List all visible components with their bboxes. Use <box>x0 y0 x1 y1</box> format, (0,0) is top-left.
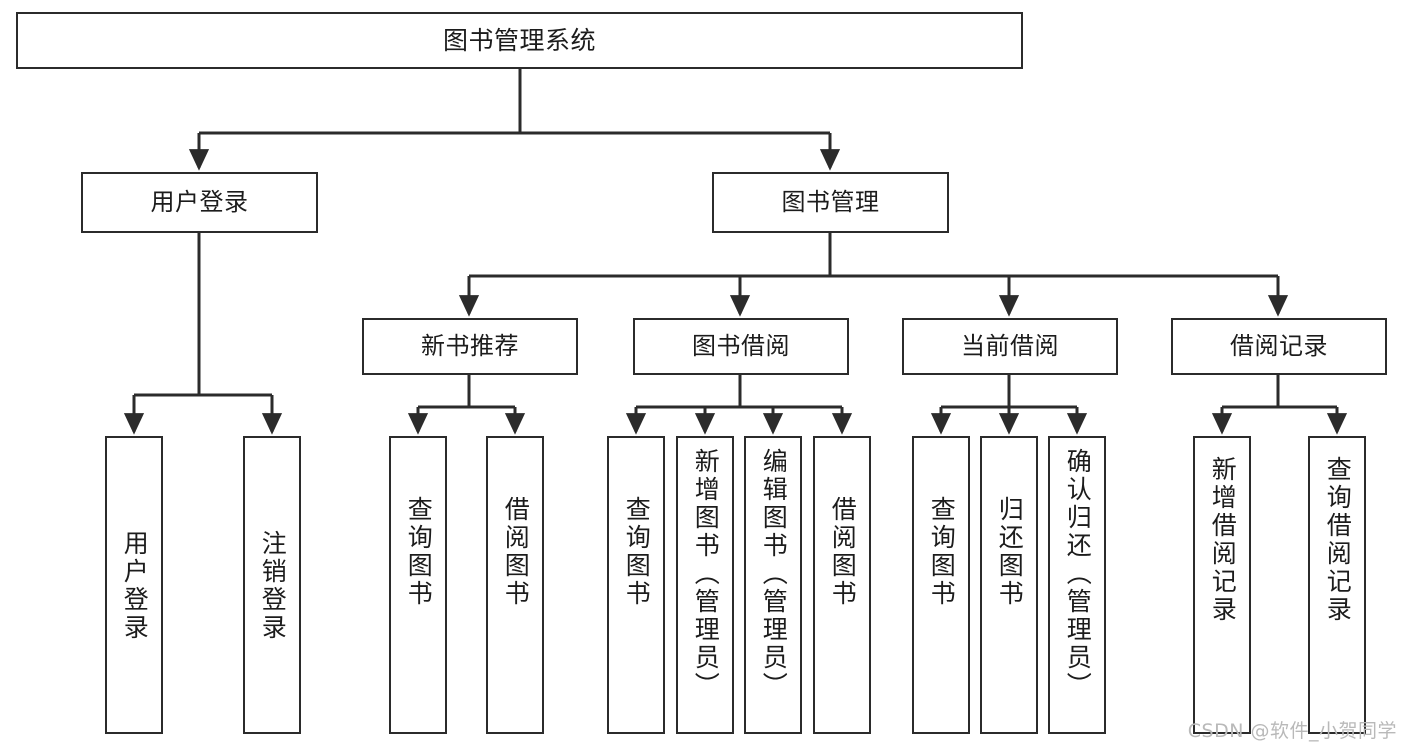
node-book-borrowing[interactable]: 图书借阅 <box>633 318 849 375</box>
node-label: 归还图书 <box>995 496 1025 608</box>
node-label: 用户登录 <box>150 188 249 217</box>
leaf-book-borrow-query-book[interactable]: 查询图书 <box>607 436 665 734</box>
node-label: 新增图书（管理员） <box>691 448 721 700</box>
node-label: 编辑图书（管理员） <box>759 448 789 700</box>
leaf-book-borrow-edit-book-admin[interactable]: 编辑图书（管理员） <box>744 436 802 734</box>
node-label: 图书管理 <box>781 188 880 217</box>
node-label: 借阅图书 <box>828 496 858 608</box>
leaf-current-borrow-confirm-return-admin[interactable]: 确认归还（管理员） <box>1048 436 1106 734</box>
node-label: 图书借阅 <box>692 332 790 361</box>
node-label: 查询图书 <box>622 496 652 608</box>
node-label: 确认归还（管理员） <box>1063 448 1093 700</box>
node-label: 用户登录 <box>120 530 150 642</box>
node-label: 图书管理系统 <box>442 25 596 55</box>
node-root-book-management-system[interactable]: 图书管理系统 <box>16 12 1023 69</box>
node-label: 注销登录 <box>258 530 288 642</box>
leaf-borrow-record-add-record[interactable]: 新增借阅记录 <box>1193 436 1251 734</box>
leaf-new-book-query-book[interactable]: 查询图书 <box>389 436 447 734</box>
node-borrowing-record[interactable]: 借阅记录 <box>1171 318 1387 375</box>
leaf-current-borrow-return-book[interactable]: 归还图书 <box>980 436 1038 734</box>
node-current-borrowing[interactable]: 当前借阅 <box>902 318 1118 375</box>
node-label: 查询借阅记录 <box>1323 456 1353 624</box>
leaf-book-borrow-borrow-book[interactable]: 借阅图书 <box>813 436 871 734</box>
node-new-book-recommendation[interactable]: 新书推荐 <box>362 318 578 375</box>
node-user-login[interactable]: 用户登录 <box>81 172 318 233</box>
leaf-new-book-borrow-book[interactable]: 借阅图书 <box>486 436 544 734</box>
node-label: 新书推荐 <box>421 332 519 361</box>
node-label: 借阅图书 <box>501 496 531 608</box>
leaf-borrow-record-query-record[interactable]: 查询借阅记录 <box>1308 436 1366 734</box>
node-label: 当前借阅 <box>961 332 1059 361</box>
node-label: 新增借阅记录 <box>1208 456 1238 624</box>
leaf-user-login-logout[interactable]: 注销登录 <box>243 436 301 734</box>
node-book-management[interactable]: 图书管理 <box>712 172 949 233</box>
node-label: 查询图书 <box>927 496 957 608</box>
leaf-current-borrow-query-book[interactable]: 查询图书 <box>912 436 970 734</box>
node-label: 查询图书 <box>404 496 434 608</box>
leaf-book-borrow-add-book-admin[interactable]: 新增图书（管理员） <box>676 436 734 734</box>
node-label: 借阅记录 <box>1230 332 1328 361</box>
csdn-watermark: CSDN @软件_小贺同学 <box>1187 720 1397 742</box>
leaf-user-login-login[interactable]: 用户登录 <box>105 436 163 734</box>
